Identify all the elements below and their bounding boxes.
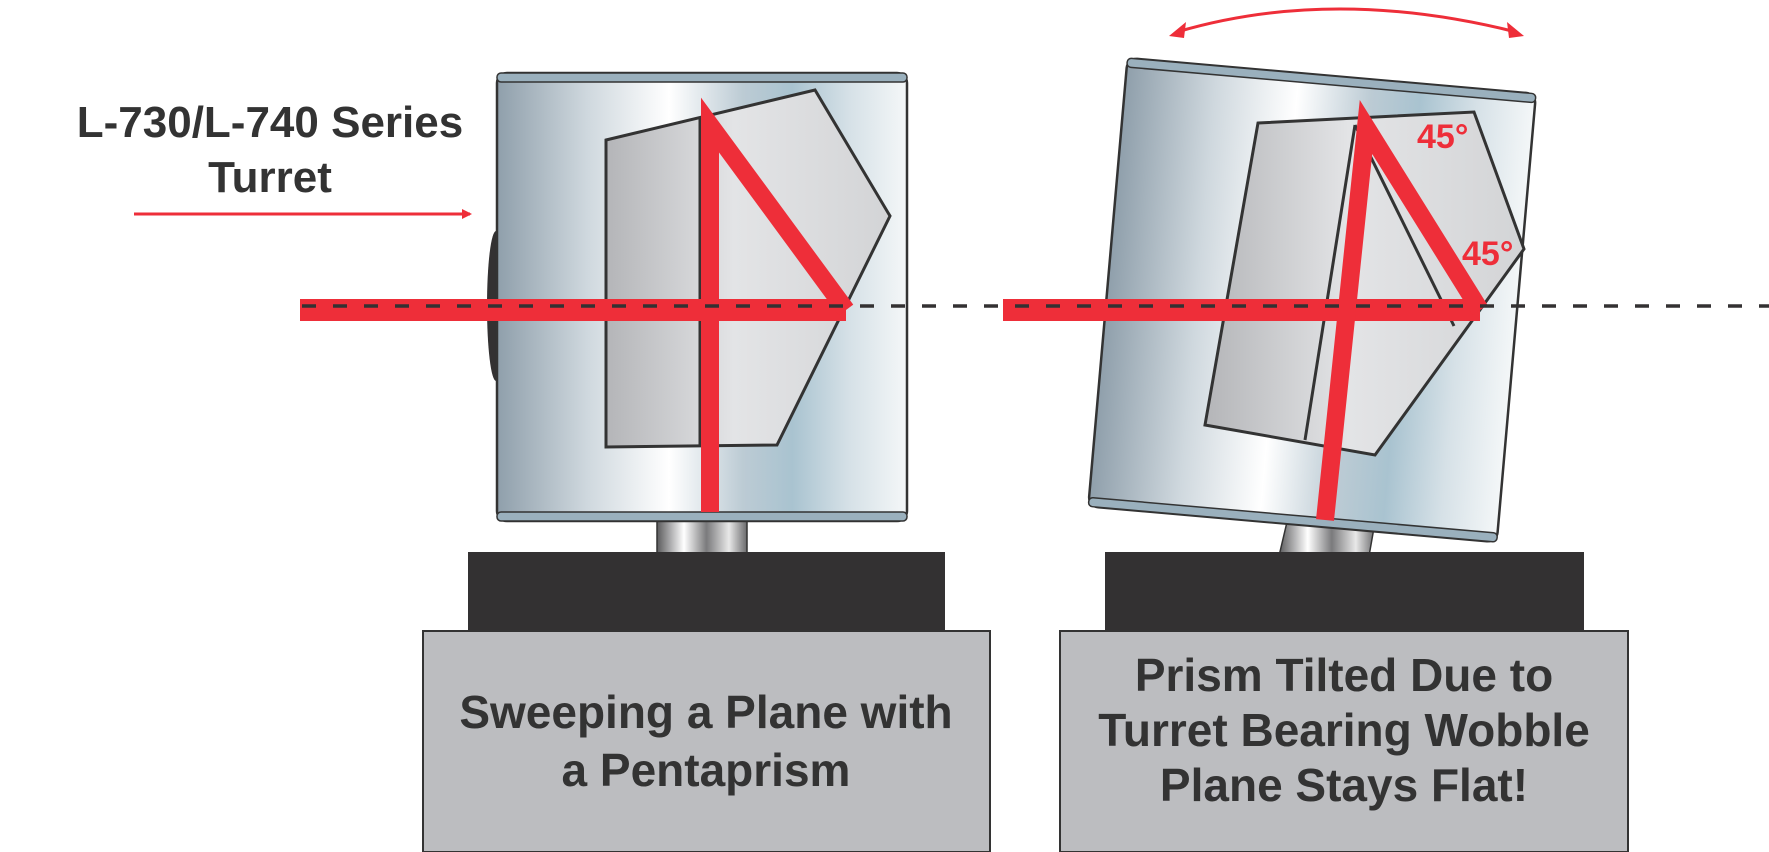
left-reflected-beam bbox=[701, 97, 854, 512]
angle-label-top: 45° bbox=[1417, 118, 1468, 156]
right-caption-line1: Prism Tilted Due to bbox=[1135, 649, 1553, 701]
left-caption-box bbox=[422, 630, 991, 852]
right-input-beam bbox=[1003, 299, 1480, 321]
right-caption-box bbox=[1059, 630, 1629, 852]
left-pentaprism bbox=[604, 88, 892, 449]
title-line2: Turret bbox=[208, 153, 332, 202]
right-caption-line3: Plane Stays Flat! bbox=[1160, 759, 1528, 811]
rotation-arrowhead-right bbox=[1507, 22, 1524, 38]
title-line1: L-730/L-740 Series bbox=[77, 98, 463, 147]
right-pentaprism bbox=[1203, 110, 1526, 457]
rotation-arrowhead-left bbox=[1169, 22, 1186, 38]
left-caption-line2: a Pentaprism bbox=[562, 744, 851, 796]
left-input-beam bbox=[300, 299, 846, 321]
rotation-arrow bbox=[1176, 7, 1517, 34]
left-base-top bbox=[468, 552, 945, 632]
right-reflected-beam bbox=[1316, 99, 1488, 521]
right-base-top bbox=[1105, 552, 1584, 632]
right-caption-line2: Turret Bearing Wobble bbox=[1098, 704, 1590, 756]
left-caption-line1: Sweeping a Plane with bbox=[459, 686, 952, 738]
angle-label-side: 45° bbox=[1462, 235, 1513, 273]
right-turret: 45° 45° bbox=[1003, 7, 1629, 852]
